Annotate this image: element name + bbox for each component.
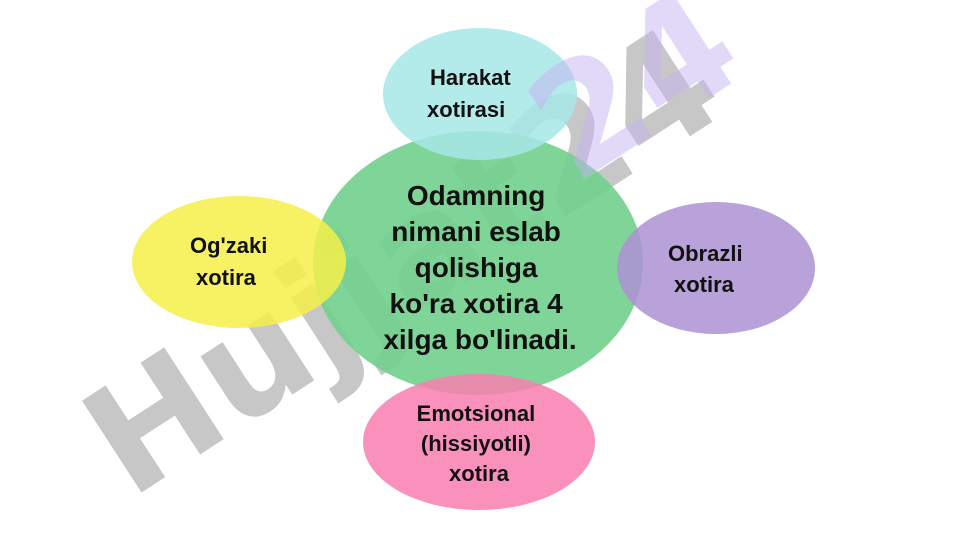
center-line-2: nimani eslab [391,216,561,247]
left-line-2: xotira [196,265,257,290]
left-line-1: Og'zaki [190,233,267,258]
bottom-circle [363,374,595,510]
center-line-1: Odamning [407,180,545,211]
center-line-5: xilga bo'linadi. [383,324,576,355]
top-line-1: Harakat [430,65,511,90]
bottom-line-1: Emotsional [417,401,536,426]
top-line-2: xotirasi [427,97,505,122]
right-line-1: Obrazli [668,241,743,266]
left-text: Og'zaki xotira [190,233,274,290]
right-circle [617,202,815,334]
center-line-4: ko'ra xotira 4 [390,288,564,319]
left-circle [132,196,346,328]
center-line-3: qolishiga [415,252,538,283]
bottom-line-2: (hissiyotli) [421,431,531,456]
center-text: Odamning nimani eslab qolishiga ko'ra xo… [383,180,576,355]
top-circle [383,28,577,160]
right-line-2: xotira [674,272,735,297]
bottom-line-3: xotira [449,461,510,486]
right-text: Obrazli xotira [668,241,749,297]
center-circle [313,131,643,395]
top-text: Harakat xotirasi [427,65,517,122]
bottom-text: Emotsional (hissiyotli) xotira [417,401,542,486]
